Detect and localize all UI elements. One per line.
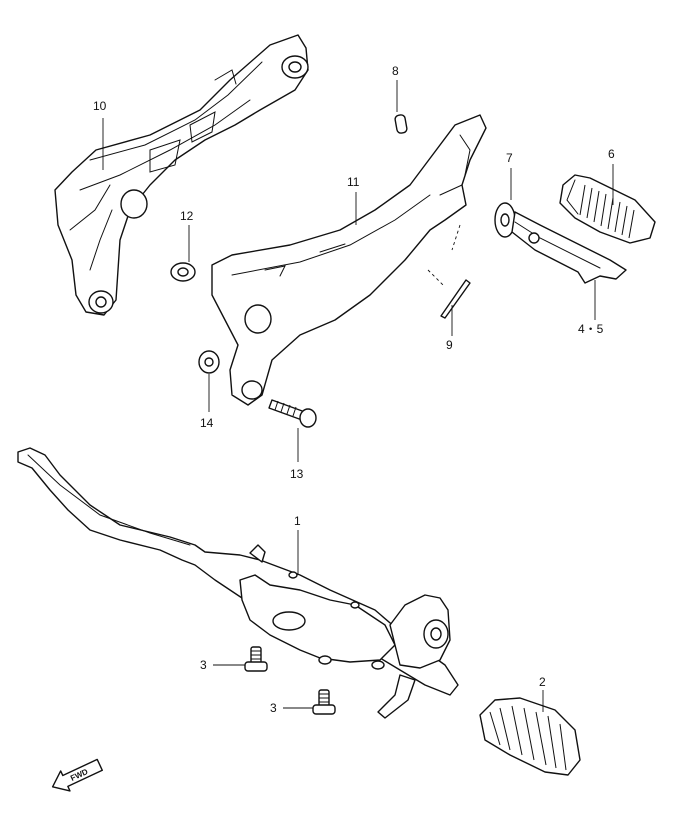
callout-3-upper: 3: [200, 658, 207, 672]
callout-14: 14: [200, 416, 214, 430]
part-11-step-bracket: [211, 114, 487, 406]
callout-1: 1: [294, 514, 301, 528]
part-3-bolt-upper: [244, 646, 268, 672]
callout-11: 11: [347, 175, 360, 189]
part-1-lower-bracket: [17, 447, 459, 719]
part-2-rubber-footrest: [479, 697, 581, 776]
callout-7: 7: [506, 151, 513, 165]
part-9-cotter-pin: [440, 279, 471, 319]
callout-labels: 10 11 8 7 6 4・5 9 12 14 13 1 3 3 2: [93, 64, 615, 715]
callout-10: 10: [93, 99, 107, 113]
callout-9: 9: [446, 338, 453, 352]
part-7-washer: [494, 202, 516, 238]
part-8-pin: [394, 114, 408, 134]
part-10-bracket: [54, 34, 309, 316]
part-3-bolt-lower: [312, 689, 336, 715]
callout-13: 13: [290, 467, 304, 481]
part-12-washer: [170, 262, 196, 282]
part-13-bolt: [268, 399, 317, 428]
leader-lines: [102, 80, 614, 712]
callout-6: 6: [608, 147, 615, 161]
fwd-arrow-icon: FWD: [51, 758, 103, 792]
part-6-rubber-footrest: [559, 174, 656, 244]
callout-4-5: 4・5: [578, 322, 604, 336]
callout-8: 8: [392, 64, 399, 78]
part-14-washer: [198, 350, 220, 374]
part-4-5-footrest-bar: [511, 211, 627, 284]
callout-12: 12: [180, 209, 194, 223]
callout-3-lower: 3: [270, 701, 277, 715]
callout-2: 2: [539, 675, 546, 689]
